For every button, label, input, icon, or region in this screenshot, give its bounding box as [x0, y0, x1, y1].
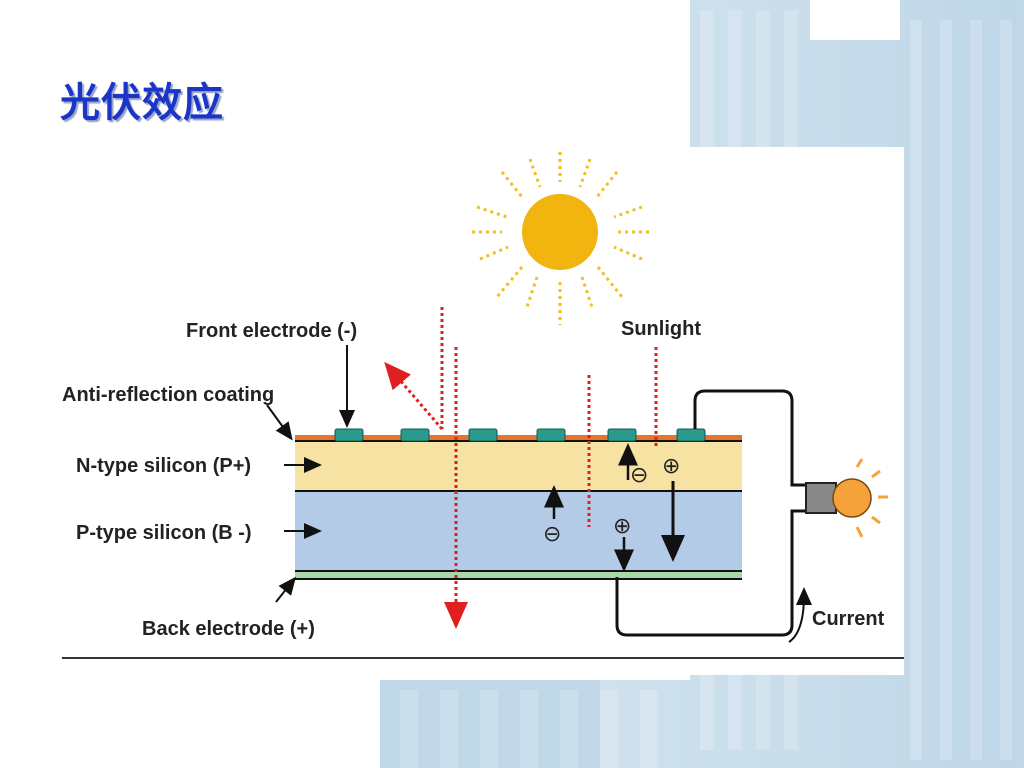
anti-reflection-layer [295, 435, 742, 441]
front-electrode-fingers [334, 428, 706, 442]
anti-reflection-label: Anti-reflection coating [62, 384, 274, 406]
circuit-wire [615, 389, 807, 637]
p-type-label: P-type silicon (B -) [76, 522, 252, 544]
current-label: Current [812, 608, 885, 630]
sunlight-rays [384, 307, 658, 629]
anti-reflection-pointer [266, 404, 293, 441]
current-arrow [788, 587, 812, 643]
n-type-layer [295, 441, 742, 491]
sun-icon [472, 152, 652, 325]
photovoltaic-diagram: ⊖ ⊕ ⊖ ⊕ Front electrode (-) Sunlight Ant… [62, 147, 904, 675]
front-electrode-label: Front electrode (-) [186, 320, 357, 342]
p-type-layer [295, 491, 742, 571]
electron-icon: ⊖ [543, 522, 561, 547]
sunlight-label: Sunlight [621, 318, 701, 340]
hole-icon: ⊕ [662, 454, 680, 479]
charge-carriers: ⊖ ⊕ ⊖ ⊕ [543, 443, 685, 572]
electron-icon: ⊖ [630, 463, 648, 488]
hole-icon: ⊕ [613, 514, 631, 539]
back-electrode-label: Back electrode (+) [142, 618, 315, 640]
n-type-label: N-type silicon (P+) [76, 455, 251, 477]
back-electrode-layer [295, 571, 742, 579]
slide-title: 光伏效应 [60, 80, 224, 126]
light-bulb-icon [805, 458, 888, 538]
back-electrode-pointer [275, 576, 296, 603]
